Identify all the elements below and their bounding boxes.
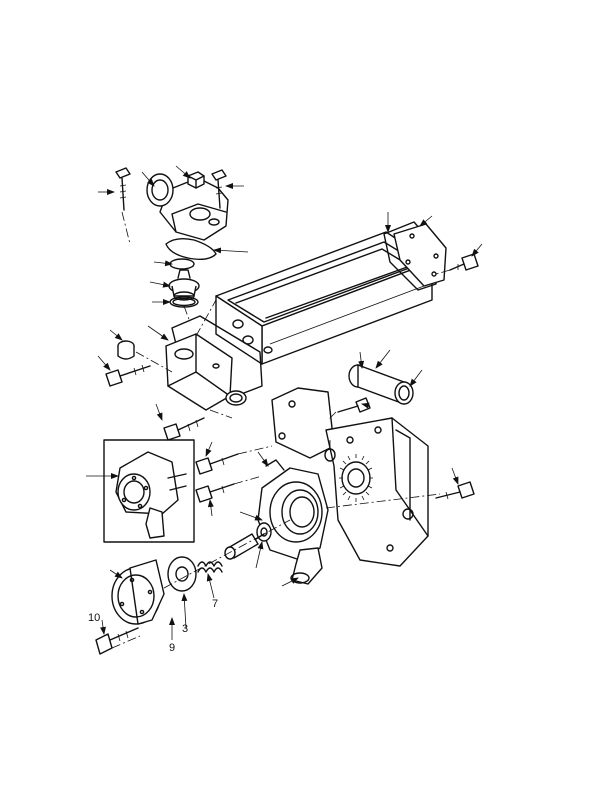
housing-gasket	[165, 237, 217, 261]
gear-housing	[271, 387, 429, 567]
pump-bolt	[95, 627, 139, 655]
housing-bolt-left	[115, 167, 131, 211]
pump-impeller	[167, 556, 197, 592]
drive-gear	[339, 454, 373, 502]
pump-seal	[256, 522, 272, 542]
pump-cover	[111, 559, 165, 625]
housing-bolt-mid	[195, 453, 239, 475]
callout-7: 7	[212, 598, 218, 610]
outlet-bolt-upper	[105, 364, 151, 387]
oil-cooler-body	[215, 231, 433, 365]
pump-shaft	[224, 533, 265, 560]
pump-spring	[197, 561, 223, 573]
callout-3: 3	[182, 623, 188, 635]
right-side-bolt	[435, 481, 475, 500]
vent-plug	[187, 171, 205, 189]
housing-bolt-mid-2	[195, 483, 235, 503]
thermostat	[168, 269, 200, 301]
water-outlet-housing	[165, 333, 247, 411]
centre-lines	[111, 211, 451, 649]
pipe-plug	[117, 340, 135, 360]
cover-gasket	[383, 221, 439, 291]
seal-ring	[169, 258, 195, 270]
water-pump-inset	[103, 439, 195, 543]
outlet-bolt-lower	[163, 417, 205, 441]
o-ring	[169, 296, 199, 308]
connector-tube	[348, 364, 414, 405]
callout-10: 10	[88, 612, 100, 624]
pump-housing	[257, 459, 329, 585]
cover-bolt	[449, 253, 479, 271]
leader-lines	[86, 165, 483, 640]
housing-bolt-right	[211, 169, 227, 209]
callout-9: 9	[169, 642, 175, 654]
